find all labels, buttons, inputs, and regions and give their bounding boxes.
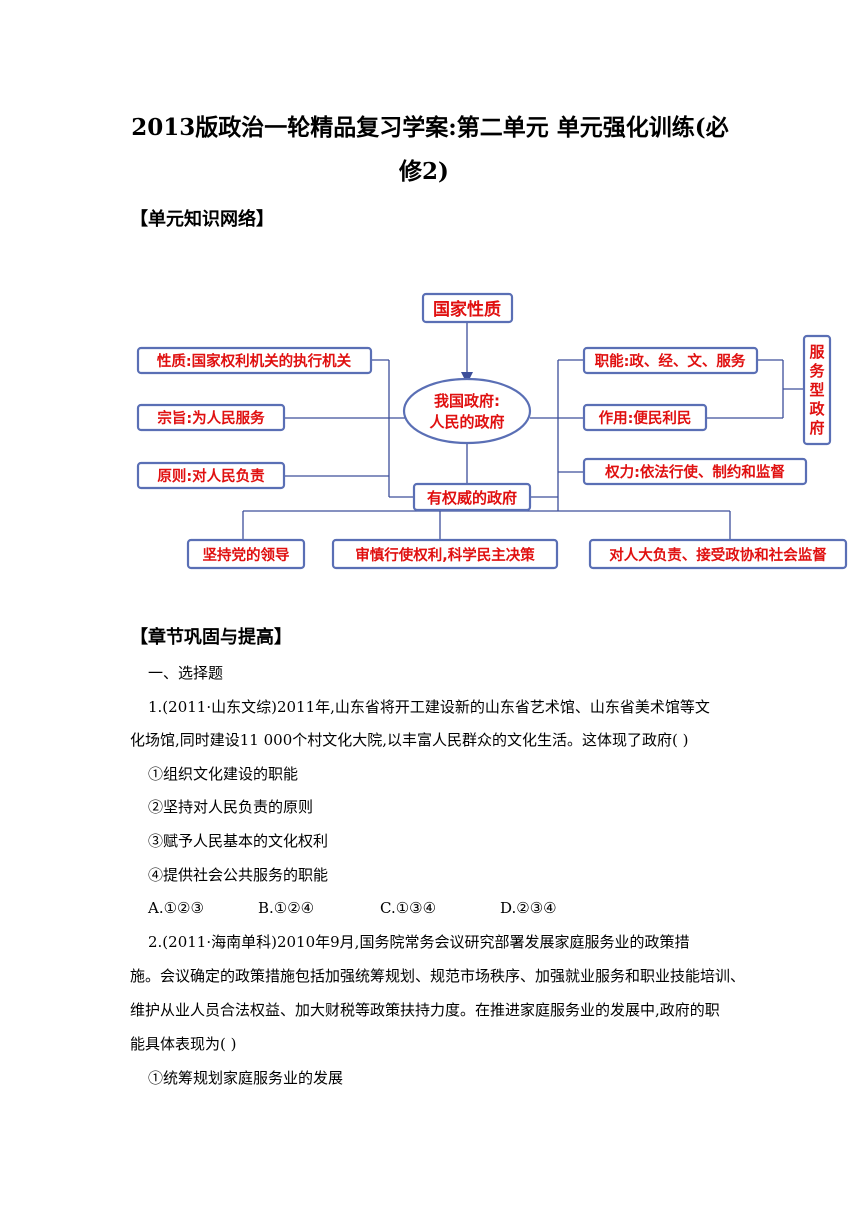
q1-option: ①组织文化建设的职能 xyxy=(148,765,299,783)
q2-option: ①统筹规划家庭服务业的发展 xyxy=(148,1069,344,1087)
diagram-node-supervision xyxy=(588,538,848,570)
q1-choice-d: D.②③④ xyxy=(500,899,557,917)
diagram-node-authority xyxy=(412,482,532,512)
svg-text:作用:便民利民: 作用:便民利民 xyxy=(599,409,692,427)
diagram-node-principle xyxy=(136,461,286,490)
q1-choice-c: C.①③④ xyxy=(380,899,437,917)
knowledge-network-diagram: 国家性质 我国政府: 人民的政府 性质:国家权利机关的执行机关 宗旨:为人民服务… xyxy=(136,292,848,570)
q2-line3: 维护从业人员合法权益、加大财税等政策扶持力度。在推进家庭服务业的发展中,政府的职 xyxy=(130,1001,720,1019)
q1-option: ②坚持对人民负责的原则 xyxy=(148,798,314,816)
svg-text:审慎行使权利,科学民主决策: 审慎行使权利,科学民主决策 xyxy=(355,546,535,564)
diagram-node-functions xyxy=(582,346,759,375)
svg-text:人民的政府: 人民的政府 xyxy=(429,413,504,431)
diagram-node-center xyxy=(402,377,532,445)
q1-choice-a: A.①②③ xyxy=(148,899,204,917)
diagram-node-nature xyxy=(136,346,373,375)
node-label: 国家性质 xyxy=(433,299,501,320)
document-title-line2: 修2) xyxy=(399,158,449,185)
diagram-node-purpose xyxy=(136,403,286,432)
section-heading-practice: 【章节巩固与提高】 xyxy=(130,627,292,648)
q1-option: ③赋予人民基本的文化权利 xyxy=(148,832,329,850)
svg-text:坚持党的领导: 坚持党的领导 xyxy=(203,546,290,564)
diagram-node-party-leadership xyxy=(186,538,306,570)
diagram-node-prudent-decisions xyxy=(331,538,559,570)
q1-choice-b: B.①②④ xyxy=(258,899,315,917)
diagram-node-power xyxy=(582,457,808,486)
svg-text:权力:依法行使、制约和监督: 权力:依法行使、制约和监督 xyxy=(604,463,785,481)
svg-text:我国政府:: 我国政府: xyxy=(434,392,500,410)
q1-line2: 化场馆,同时建设11 000个村文化大院,以丰富人民群众的文化生活。这体现了政府… xyxy=(130,731,689,749)
q2-line4: 能具体表现为( ) xyxy=(130,1035,237,1053)
q1-option: ④提供社会公共服务的职能 xyxy=(148,866,329,884)
section-heading-network: 【单元知识网络】 xyxy=(130,209,274,230)
svg-text:原则:对人民负责: 原则:对人民负责 xyxy=(157,467,264,485)
svg-text:宗旨:为人民服务: 宗旨:为人民服务 xyxy=(157,409,265,427)
diagram-node-national-nature xyxy=(421,292,514,324)
document-title-line1: 2013版政治一轮精品复习学案:第二单元 单元强化训练(必 xyxy=(131,114,729,141)
svg-text:职能:政、经、文、服务: 职能:政、经、文、服务 xyxy=(595,352,746,370)
svg-text:性质:国家权利机关的执行机关: 性质:国家权利机关的执行机关 xyxy=(157,352,352,370)
question-type-heading: 一、选择题 xyxy=(148,664,224,682)
service-government-label: 服务型政府 xyxy=(809,343,825,437)
q2-line1: 2.(2011·海南单科)2010年9月,国务院常务会议研究部署发展家庭服务业的… xyxy=(148,933,690,951)
diagram-node-role xyxy=(582,403,708,432)
svg-text:有权威的政府: 有权威的政府 xyxy=(427,489,517,507)
q1-line1: 1.(2011·山东文综)2011年,山东省将开工建设新的山东省艺术馆、山东省美… xyxy=(148,698,710,716)
svg-text:对人大负责、接受政协和社会监督: 对人大负责、接受政协和社会监督 xyxy=(609,546,827,564)
q2-line2: 施。会议确定的政策措施包括加强统筹规划、规范市场秩序、加强就业服务和职业技能培训… xyxy=(130,967,746,985)
diagram-node-service-government xyxy=(802,334,832,446)
